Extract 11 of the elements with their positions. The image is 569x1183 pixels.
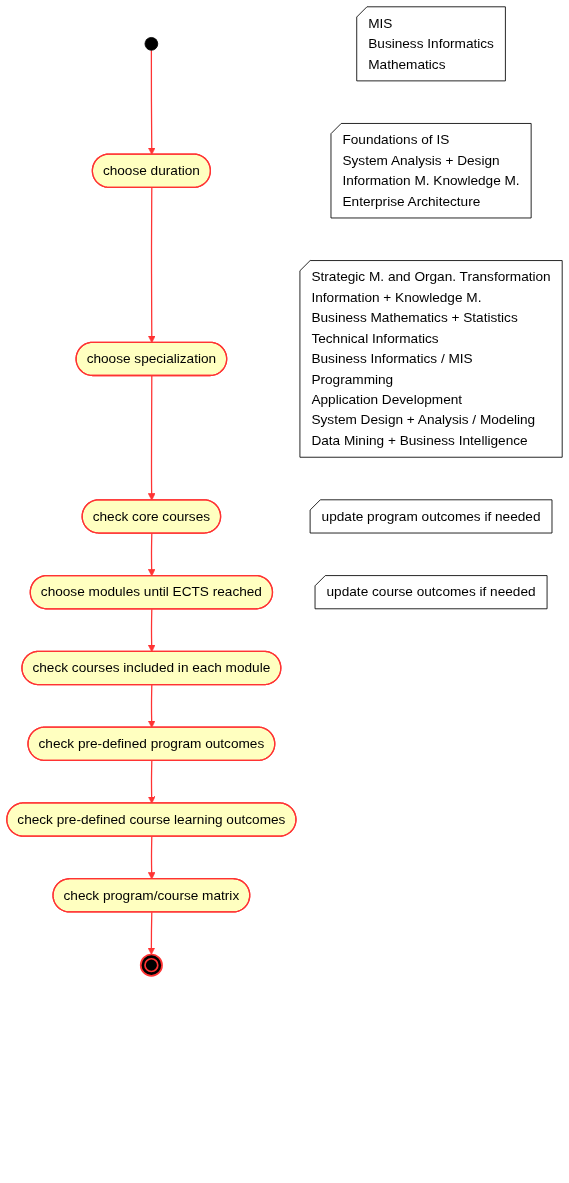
arrow	[147, 760, 156, 804]
arrow	[147, 375, 156, 501]
arrow	[147, 835, 156, 880]
arrow	[147, 684, 156, 728]
arrow	[148, 49, 156, 155]
node-circle	[144, 37, 159, 51]
arrow	[147, 608, 156, 653]
arrow	[147, 532, 156, 577]
node-circle	[139, 953, 163, 977]
arrow	[148, 187, 156, 344]
arrow	[147, 911, 156, 955]
